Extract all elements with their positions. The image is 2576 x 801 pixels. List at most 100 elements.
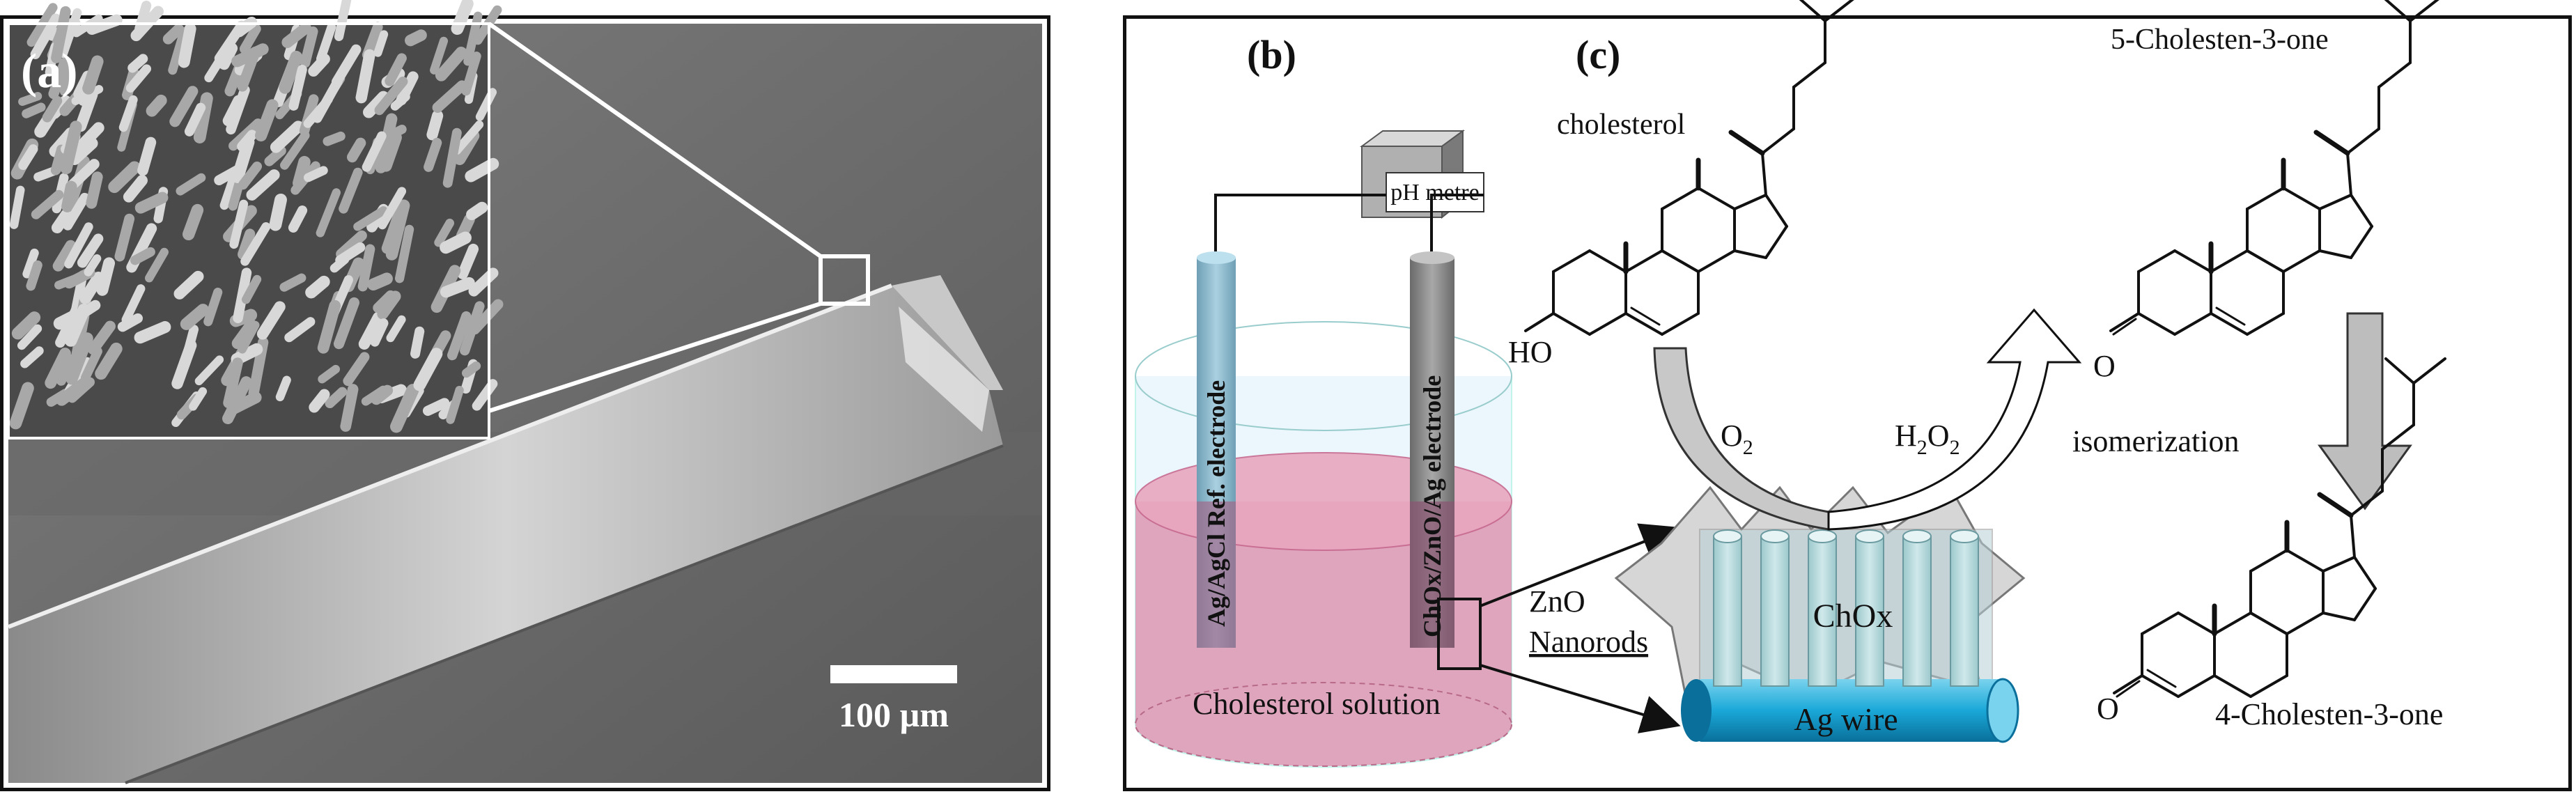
inset-nanorod xyxy=(371,384,394,405)
inset-nanorod xyxy=(305,275,330,299)
inset-nanorod xyxy=(222,95,245,127)
sem-image: 100 µm xyxy=(7,0,1042,784)
inset-nanorod xyxy=(194,355,224,386)
inset-nanorod xyxy=(114,213,135,262)
inset-nanorod xyxy=(316,22,336,63)
bond xyxy=(2322,612,2356,621)
inset-nanorod xyxy=(333,297,359,350)
bond xyxy=(1728,130,1765,156)
inset-nanorod xyxy=(238,228,256,260)
bond xyxy=(2246,187,2285,210)
nanorod-tip xyxy=(1713,529,1742,543)
inset-nanorod xyxy=(410,326,425,359)
bond xyxy=(2350,194,2373,228)
ag-wire xyxy=(1681,678,2019,743)
inset-nanorod xyxy=(362,91,389,118)
inset-nanorod xyxy=(334,0,352,42)
inset-nanorod xyxy=(432,80,467,114)
bond xyxy=(2353,556,2377,590)
inset-nanorod xyxy=(127,54,148,73)
inset-nanorod xyxy=(73,122,104,154)
inset-nanorod xyxy=(26,260,42,291)
inset-nanorod xyxy=(275,375,291,402)
inset-nanorod xyxy=(204,54,226,83)
inset-nanorod xyxy=(280,130,310,170)
inset-nanorod xyxy=(134,321,171,344)
inset-nanorod xyxy=(84,254,102,277)
inset-nanorod xyxy=(134,192,169,214)
inset-nanorod xyxy=(447,311,472,361)
inset-nanorod xyxy=(22,248,39,279)
inset-nanorod xyxy=(452,120,484,155)
inset-nanorod xyxy=(440,277,475,298)
work-electrode-label: ChOx/ZnO/Ag electrode xyxy=(1418,375,1446,637)
panel-b-label: (b) xyxy=(1247,32,1296,77)
inset-nanorod xyxy=(270,120,304,153)
nanorod xyxy=(1760,536,1790,687)
inset-nanorod xyxy=(61,180,77,212)
inset-nanorod xyxy=(108,161,141,194)
bond xyxy=(1761,152,1767,196)
cholesterol-label: cholesterol xyxy=(1557,109,1685,141)
inset-nanorod xyxy=(303,166,328,182)
bond xyxy=(2346,152,2352,196)
inset-nanorod xyxy=(323,131,346,146)
inset-nanorod xyxy=(335,242,366,265)
bond xyxy=(2113,674,2143,694)
inset-nanorod xyxy=(394,224,414,283)
inset-nanorod xyxy=(81,346,102,382)
inset-nanorod xyxy=(435,47,467,81)
inset-nanorod xyxy=(18,92,42,107)
bond xyxy=(1630,306,1661,326)
isomerization-arrow xyxy=(2318,312,2412,511)
inset-nanorod xyxy=(64,222,93,269)
inset-nanorod xyxy=(284,317,316,343)
inset-nanorod xyxy=(123,175,148,203)
bond xyxy=(1733,249,1767,259)
sem-inset xyxy=(7,0,504,440)
inset-nanorod xyxy=(9,382,34,430)
inset-nanorod xyxy=(56,354,76,386)
nanorod-tip xyxy=(1950,529,1979,543)
panel-b: (b) pH metre Ag/AgCl Ref. electrode xyxy=(1135,32,2026,768)
inset-nanorod xyxy=(374,76,408,116)
inset-nanorod xyxy=(405,29,427,47)
inset-nanorod xyxy=(378,187,407,230)
bond xyxy=(2346,127,2380,155)
bond xyxy=(2317,492,2354,518)
nanorod-tip xyxy=(1808,529,1837,543)
zoom-arrow-top xyxy=(1480,523,1681,607)
bond xyxy=(2350,514,2356,559)
inset-nanorod xyxy=(146,94,167,117)
bond xyxy=(1799,0,1826,22)
cholestenone5-o: O xyxy=(2093,349,2116,383)
inset-nanorod xyxy=(176,173,206,196)
inset-nanorod xyxy=(331,44,362,87)
inset-nanorod xyxy=(45,348,71,389)
bond xyxy=(2350,490,2384,517)
bond xyxy=(2313,130,2350,156)
o2-label: O2 xyxy=(1721,419,1753,459)
nanorod xyxy=(1713,536,1742,687)
inset-nanorod xyxy=(96,257,116,296)
bond xyxy=(1733,194,1767,210)
bond xyxy=(2381,423,2415,451)
inset-nanorod xyxy=(293,155,311,189)
inset-nanorod xyxy=(390,384,419,433)
scale-bar xyxy=(830,665,957,683)
inset-nanorod xyxy=(239,24,261,54)
work-electrode: ChOx/ZnO/Ag electrode xyxy=(1410,251,1454,648)
inset-nanorod xyxy=(375,113,398,173)
inset-nanorod xyxy=(67,377,95,403)
bond xyxy=(2286,612,2325,635)
nanorod xyxy=(1950,536,1979,687)
inset-nanorod xyxy=(229,199,249,249)
bond xyxy=(1624,249,1663,273)
inset-nanorod xyxy=(470,299,504,335)
inset-nanorod xyxy=(325,387,348,409)
bond xyxy=(1552,249,1591,273)
bond xyxy=(2215,306,2246,326)
inset-nanorod xyxy=(264,146,286,166)
bond xyxy=(1552,312,1591,336)
